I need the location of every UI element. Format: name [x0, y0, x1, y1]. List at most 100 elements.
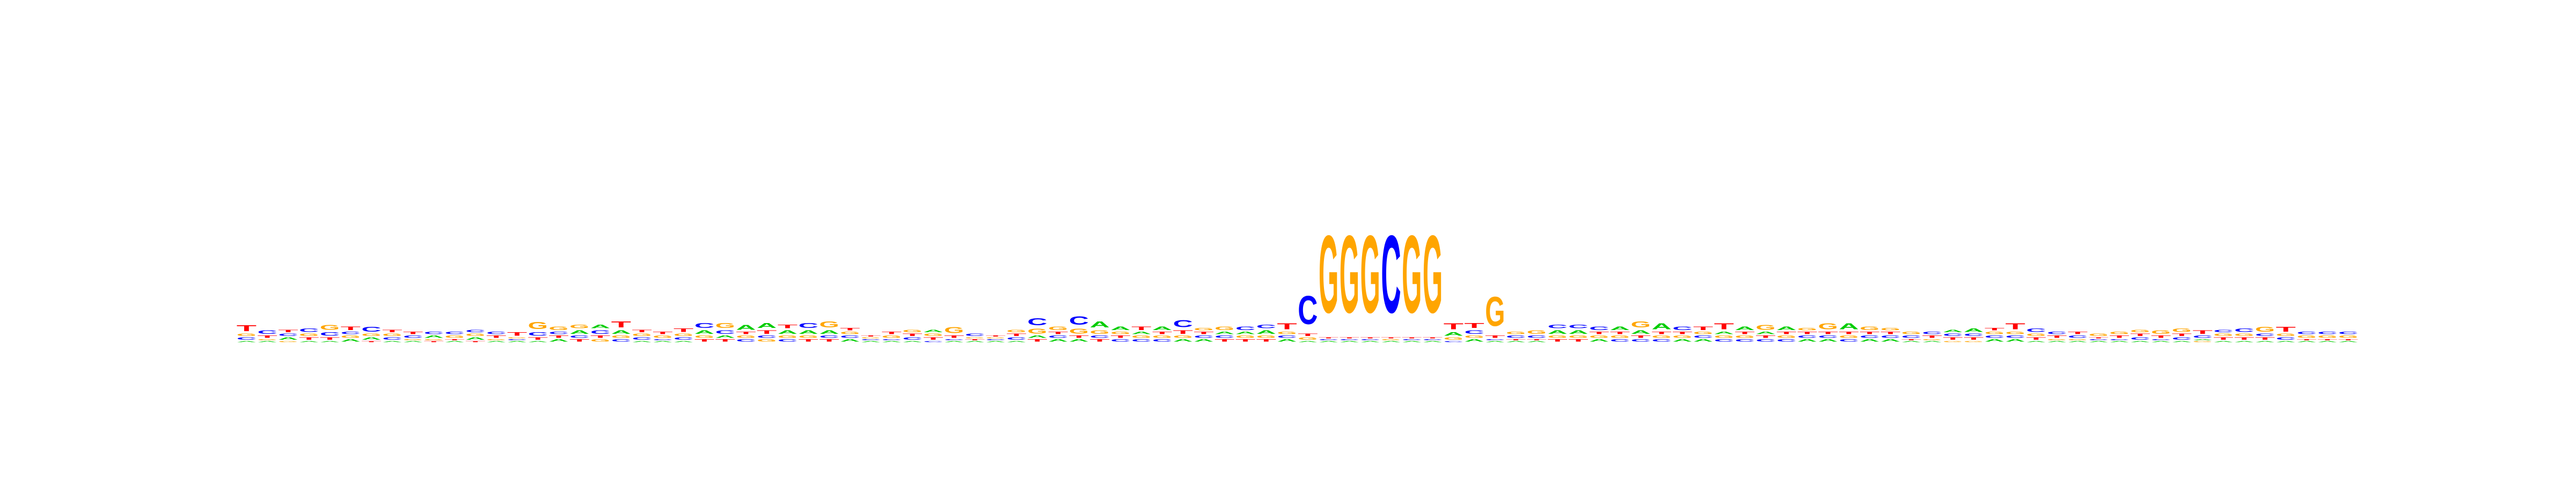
logo-letter-c: C	[1714, 339, 1734, 342]
logo-letter-t: T	[965, 339, 985, 340]
logo-letter-c: C	[1672, 325, 1692, 331]
logo-letter-a: A	[1589, 339, 1609, 342]
logo-letter-t: T	[2338, 339, 2358, 340]
logo-letter-g: G	[1880, 327, 1900, 331]
logo-letter-c: C	[2006, 335, 2025, 339]
logo-letter-g: G	[1027, 327, 1047, 335]
logo-letter-a: A	[1444, 331, 1463, 337]
logo-letter-t: T	[1027, 339, 1047, 342]
logo-letter-c: C	[1568, 324, 1588, 330]
logo-letter-g: G	[1360, 212, 1380, 336]
logo-letter-g: G	[2130, 330, 2150, 333]
logo-letter-c: C	[1090, 335, 1110, 339]
logo-letter-c: C	[1319, 339, 1338, 341]
logo-letter-a: A	[2089, 340, 2109, 342]
logo-letter-c: C	[653, 339, 672, 341]
logo-letter-a: A	[1964, 327, 1984, 333]
logo-letter-a: A	[507, 340, 527, 342]
logo-letter-c: C	[674, 337, 693, 341]
logo-letter-g: G	[1839, 335, 1858, 339]
logo-letter-t: T	[632, 330, 652, 333]
logo-letter-t: T	[1860, 331, 1879, 335]
logo-letter-a: A	[1693, 339, 1713, 342]
logo-letter-t: T	[1277, 322, 1297, 331]
logo-letter-g: G	[1110, 331, 1130, 335]
logo-letter-t: T	[1714, 322, 1734, 331]
logo-letter-a: A	[278, 337, 298, 341]
logo-letter-c: C	[694, 321, 714, 329]
logo-letter-t: T	[1360, 337, 1380, 339]
logo-letter-c: C	[1298, 288, 1318, 333]
logo-letter-t: T	[1839, 331, 1858, 335]
logo-letter-g: G	[1131, 335, 1151, 339]
logo-letter-a: A	[486, 340, 506, 342]
logo-letter-t: T	[1506, 339, 1526, 340]
logo-letter-t: T	[2047, 335, 2067, 339]
logo-letter-g: G	[465, 333, 485, 337]
logo-letter-g: G	[2026, 333, 2046, 337]
logo-letter-g: G	[903, 330, 923, 333]
logo-letter-c: C	[1860, 335, 1879, 339]
logo-letter-g: G	[1735, 335, 1755, 339]
logo-letter-c: C	[715, 329, 735, 335]
logo-letter-c: C	[1194, 335, 1213, 339]
logo-letter-t: T	[1173, 330, 1194, 335]
logo-letter-a: A	[569, 329, 589, 335]
logo-letter-a: A	[903, 340, 923, 342]
logo-letter-t: T	[694, 339, 714, 342]
logo-letter-t: T	[2006, 322, 2025, 331]
logo-letter-c: C	[986, 339, 1006, 341]
logo-letter-t: T	[1880, 331, 1900, 335]
logo-letter-c: C	[1235, 325, 1255, 331]
logo-letter-g: G	[1277, 331, 1297, 335]
logo-letter-t: T	[1340, 337, 1359, 339]
logo-letter-g: G	[1069, 327, 1089, 335]
logo-letter-c: C	[528, 331, 548, 337]
logo-letter-t: T	[923, 337, 943, 341]
logo-letter-t: T	[445, 339, 465, 340]
logo-letter-g: G	[2193, 341, 2213, 343]
logo-letter-c: C	[903, 337, 923, 341]
logo-letter-c: C	[2130, 337, 2150, 341]
logo-letter-g: G	[1256, 335, 1276, 339]
logo-letter-a: A	[1568, 329, 1588, 335]
logo-letter-g: G	[715, 322, 735, 330]
logo-letter-c: C	[778, 339, 797, 342]
logo-letter-a: A	[2296, 340, 2316, 342]
logo-letter-g: G	[2047, 339, 2067, 341]
logo-letter-a: A	[2213, 340, 2233, 342]
logo-letter-c: C	[548, 331, 568, 335]
logo-letter-c: C	[1506, 335, 1526, 339]
logo-letter-t: T	[1548, 339, 1568, 342]
logo-letter-g: G	[1319, 212, 1338, 336]
logo-letter-t: T	[1214, 339, 1234, 342]
logo-letter-c: C	[341, 331, 361, 335]
logo-letter-a: A	[2109, 340, 2129, 342]
logo-letter-c: C	[611, 339, 631, 342]
logo-letter-c: C	[382, 337, 402, 341]
logo-letter-c: C	[278, 333, 298, 337]
logo-letter-c: C	[923, 340, 943, 342]
